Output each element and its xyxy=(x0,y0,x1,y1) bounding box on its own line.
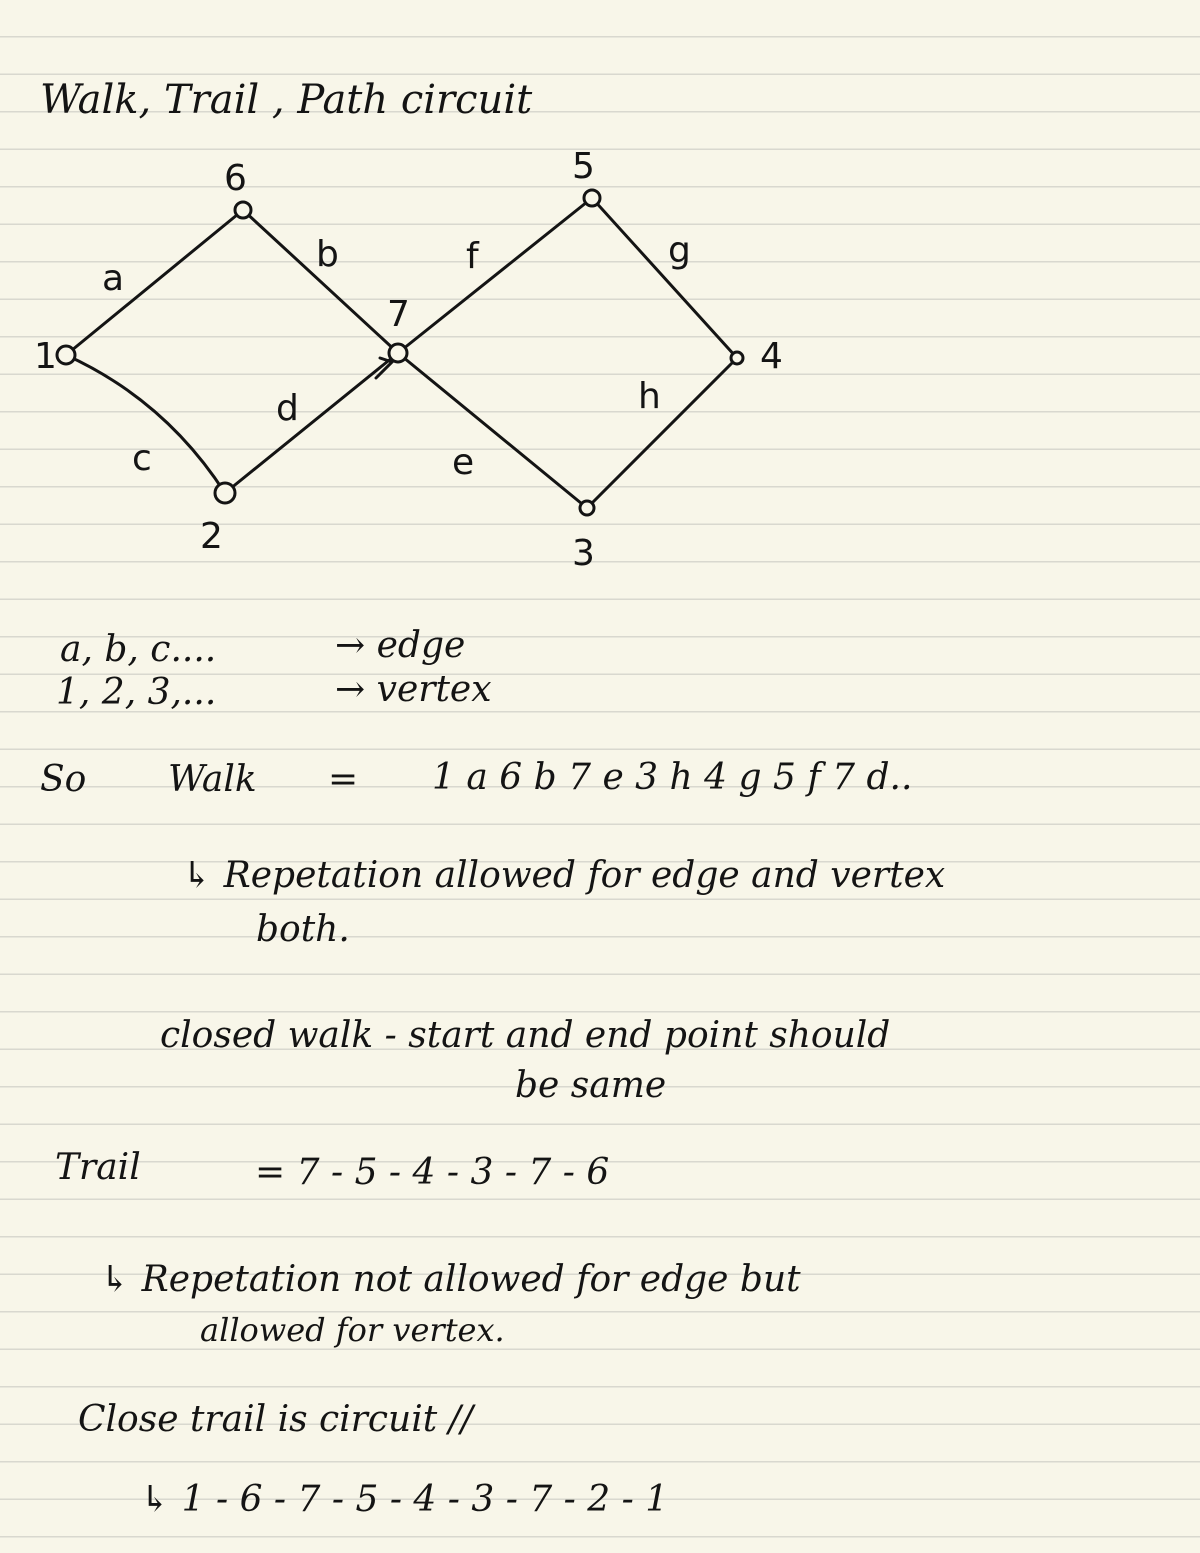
edge-c xyxy=(64,353,227,495)
trail-note-line-1: ↳ Repetation not allowed for edge but xyxy=(100,1259,801,1300)
edges-meaning: → edge xyxy=(335,625,466,666)
walk-sequence: 1 a 6 b 7 e 3 h 4 g 5 f 7 d.. xyxy=(432,757,913,798)
edges-example: a, b, c.... xyxy=(60,629,217,670)
walk-note-line-2: both. xyxy=(256,909,350,950)
vertex-1 xyxy=(55,344,77,366)
trail-note-line-2: allowed for vertex. xyxy=(200,1311,505,1349)
vertex-2 xyxy=(213,481,237,505)
vertex-label-3: 3 xyxy=(572,533,595,574)
vertex-3 xyxy=(578,499,596,517)
vertex-label-1: 1 xyxy=(34,336,57,377)
edge-label-c: c xyxy=(132,438,152,479)
closed-walk-line-2: be same xyxy=(515,1065,667,1106)
edge-g xyxy=(590,196,739,360)
edge-a xyxy=(64,208,245,357)
circuit-statement: Close trail is circuit // xyxy=(78,1399,473,1440)
closed-walk-line-1: closed walk - start and end point should xyxy=(160,1015,891,1056)
edge-label-e: e xyxy=(452,442,474,483)
vertex-6 xyxy=(233,200,253,220)
walk-label: Walk xyxy=(168,759,257,800)
edge-d xyxy=(223,351,400,495)
page-title: Walk, Trail , Path circuit xyxy=(40,77,533,123)
walk-equals: = xyxy=(328,759,359,800)
vertex-label-2: 2 xyxy=(200,516,223,557)
edge-b xyxy=(241,208,400,355)
trail-sequence: = 7 - 5 - 4 - 3 - 7 - 6 xyxy=(255,1152,610,1193)
edge-label-d: d xyxy=(276,388,299,429)
edge-f xyxy=(396,196,594,355)
vertex-label-6: 6 xyxy=(224,158,247,199)
edge-e xyxy=(396,351,589,510)
vertex-label-7: 7 xyxy=(387,294,410,335)
vertex-label-5: 5 xyxy=(572,146,595,187)
edge-h xyxy=(585,356,739,510)
edge-label-a: a xyxy=(102,258,124,299)
edge-label-f: f xyxy=(466,236,480,277)
circuit-sequence: ↳ 1 - 6 - 7 - 5 - 4 - 3 - 7 - 2 - 1 xyxy=(140,1479,669,1520)
vertex-4 xyxy=(729,350,745,366)
edge-label-g: g xyxy=(668,230,691,271)
vertex-7 xyxy=(387,342,409,364)
arrowhead-mark xyxy=(374,356,395,380)
vertex-label-4: 4 xyxy=(760,336,783,377)
vertex-5 xyxy=(582,188,602,208)
vertices-meaning: → vertex xyxy=(335,669,492,710)
edge-label-b: b xyxy=(316,234,339,275)
edge-label-h: h xyxy=(638,376,661,417)
so-word: So xyxy=(40,759,87,800)
graph-diagram: 1 6 7 2 5 4 3 a b c d f g e h xyxy=(34,146,783,574)
vertices-example: 1, 2, 3,... xyxy=(56,672,217,713)
trail-label: Trail xyxy=(55,1147,141,1188)
walk-note-line-1: ↳ Repetation allowed for edge and vertex xyxy=(182,855,946,896)
